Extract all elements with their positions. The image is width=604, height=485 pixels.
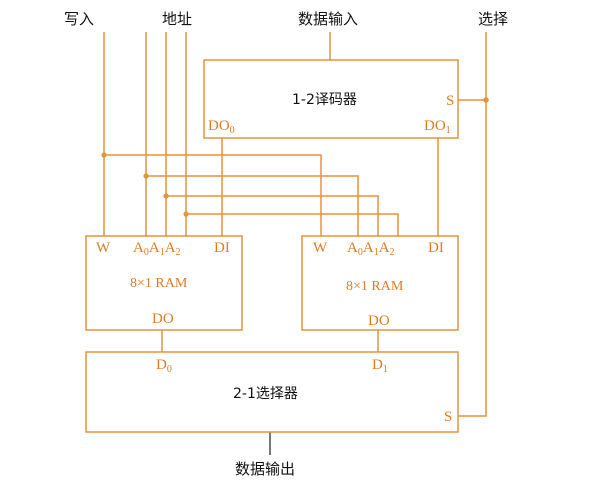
write-branch-wire: [104, 154, 322, 236]
data-in-label: 数据输入: [298, 10, 358, 28]
select-wire: [458, 32, 487, 417]
ram-right-w-pin: W: [313, 240, 328, 256]
junctions: [101, 97, 489, 217]
decoder-do1-pin: DO1: [424, 118, 451, 136]
ram-right-address-pins: A0A1A2: [347, 240, 395, 258]
decoder-box: [203, 59, 459, 139]
decoder-do0-pin: DO0: [208, 118, 235, 136]
write-label: 写入: [64, 10, 94, 28]
address-a1-branch-wire: [166, 195, 379, 236]
junction-dot: [101, 152, 107, 158]
address-label: 地址: [162, 10, 192, 28]
junction-dot: [183, 211, 189, 217]
wires: [103, 32, 487, 455]
ram-right-box: [301, 235, 459, 331]
selector-s-pin: S: [444, 409, 452, 425]
ram-left-box: [85, 235, 243, 331]
data-out-label: 数据输出: [235, 460, 295, 478]
decoder-s-pin: S: [446, 93, 454, 109]
junction-dot: [163, 193, 169, 199]
selector-title: 2-1选择器: [233, 386, 298, 402]
select-label: 选择: [478, 10, 508, 28]
decoder-title: 1-2译码器: [292, 92, 357, 108]
ram-left-title: 8×1 RAM: [130, 276, 188, 291]
address-a0-branch-wire: [146, 175, 359, 236]
ram-right-di-pin: DI: [428, 240, 444, 256]
junction-dot: [143, 173, 149, 179]
selector-box: [85, 351, 459, 433]
ram-right-title: 8×1 RAM: [346, 279, 404, 294]
ram-left-do-pin: DO: [152, 311, 174, 327]
selector-d0-pin: D0: [156, 357, 172, 375]
ram-left-di-pin: DI: [214, 240, 230, 256]
selector-d1-pin: D1: [372, 357, 388, 375]
address-a2-branch-wire: [186, 213, 399, 236]
ram-right-do-pin: DO: [368, 313, 390, 329]
ram-left-address-pins: A0A1A2: [133, 240, 181, 258]
junction-dot: [483, 97, 489, 103]
ram-left-w-pin: W: [96, 240, 111, 256]
